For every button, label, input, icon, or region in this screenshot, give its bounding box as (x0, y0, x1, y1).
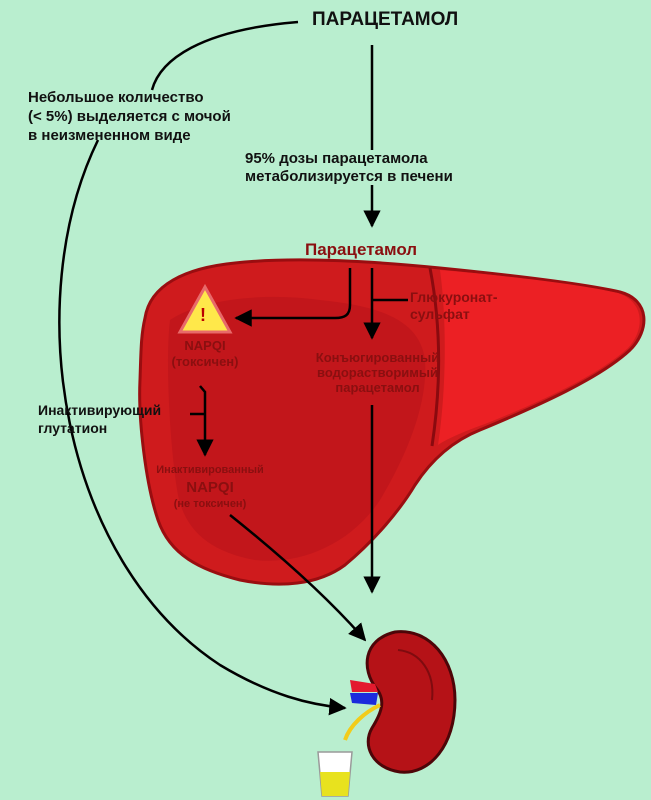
liver-note-line2: метаболизируется в печени (245, 168, 453, 185)
conjugated-line3: парацетамол (335, 380, 420, 395)
napqi-line2: (токсичен) (171, 354, 239, 369)
inactivated-line1: Инактивированный (156, 464, 264, 476)
glutathione-line1: Инактивирующий (38, 402, 162, 418)
liver-note: 95% дозы парацетамола метаболизируется в… (245, 150, 453, 186)
urine-note: Небольшое количество (< 5%) выделяется с… (28, 88, 231, 145)
inactivated-line2: NAPQI (186, 479, 234, 496)
urine-cup-icon (317, 751, 353, 797)
napqi-line1: NAPQI (184, 338, 226, 353)
conjugated-line2: водорастворимый (317, 365, 438, 380)
kidney-icon (343, 630, 457, 774)
liver-paracetamol-label: Парацетамол (305, 240, 418, 259)
glucuronate-line2: сульфат (410, 306, 470, 322)
urine-note-line3: в неизмененном виде (28, 127, 191, 144)
warning-triangle-icon (177, 283, 233, 334)
liver-shape (138, 258, 646, 586)
glucuronate-label: Глюкуронат- сульфат (410, 289, 498, 323)
napqi-label: NAPQI (токсичен) (170, 338, 240, 370)
urine-note-line1: Небольшое количество (28, 89, 204, 106)
conjugated-label: Конъюгированный водорастворимый парацета… (295, 350, 460, 395)
liver-note-line1: 95% дозы парацетамола (245, 150, 428, 167)
glutathione-line2: глутатион (38, 420, 108, 436)
warning-symbol: ! (200, 305, 206, 325)
title: ПАРАЦЕТАМОЛ (312, 9, 459, 30)
conjugated-line1: Конъюгированный (315, 350, 440, 365)
flow-arrows (58, 20, 408, 716)
inactivated-line3: (не токсичен) (173, 498, 247, 510)
urine-note-line2: (< 5%) выделяется с мочой (28, 108, 231, 125)
glucuronate-line1: Глюкуронат- (410, 289, 498, 305)
glutathione-label: Инактивирующий глутатион (38, 401, 161, 437)
inactivated-napqi-label: Инактивированный NAPQI (не токсичен) (150, 462, 270, 513)
